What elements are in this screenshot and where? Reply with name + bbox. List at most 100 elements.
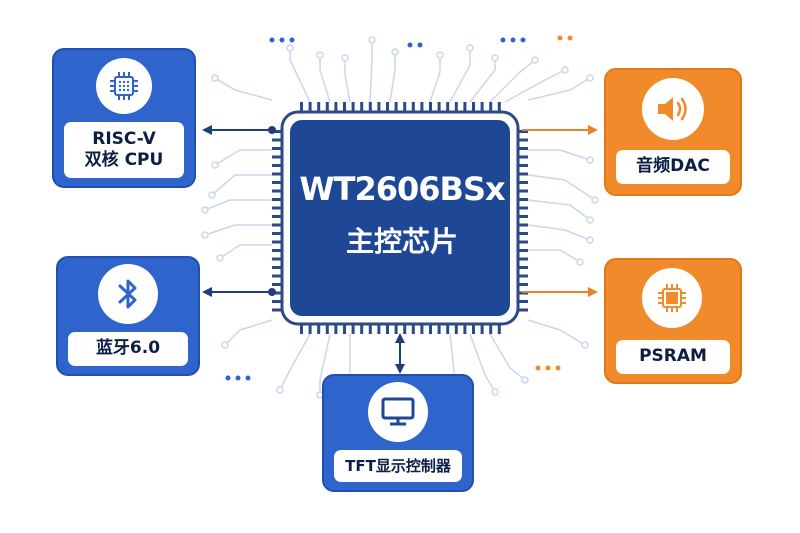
trace-node [586,216,594,224]
circuit-trace [289,48,311,103]
trace-node [576,258,584,266]
chip-pin [272,215,282,218]
chip-pin [300,324,303,334]
chip-pin [272,181,282,184]
chip-pin [420,102,424,112]
cpu-card: RISC-V 双核 CPU [52,48,196,188]
chip-pin [463,102,467,112]
chip-pin [334,102,338,112]
circuit-trace [279,333,311,391]
bluetooth-card: 蓝牙6.0 [56,256,200,376]
circuit-trace [528,149,591,161]
chip-pin [317,324,321,334]
connector-bluetooth [202,287,276,297]
chip-pin [351,102,355,112]
trace-node [201,231,209,239]
chip-pin [272,266,282,269]
circuit-trace [527,319,586,346]
chip-pin [272,130,282,133]
trace-node [491,388,499,396]
circuit-trace [389,52,396,103]
chip-pin [272,172,282,176]
chip-pin [272,155,282,159]
chip-pin [272,164,282,167]
circuit-trace [469,58,496,103]
chip-pin [343,102,346,112]
chip-pin [272,147,282,150]
cpu-label-line1: RISC-V [92,128,156,149]
psram-card: PSRAM [604,258,742,384]
chip-body [290,120,510,316]
chip-pin [518,172,528,176]
chip-pin [518,206,528,210]
chip-pin [368,102,372,112]
dac-card: 音频DAC [604,68,742,196]
chip-pin [403,324,407,334]
trace-node [436,51,444,59]
trace-node [531,56,539,64]
circuit-trace [527,174,596,201]
chip-pin [518,274,528,278]
trace-node [591,196,599,204]
chip-pin [272,138,282,142]
chip-pin [518,223,528,227]
chip-pin [454,324,458,334]
chip-pin [463,324,467,334]
chip-pin [472,102,475,112]
chip-pin [272,198,282,201]
chip-pin [377,324,381,334]
chip-pin [325,324,329,334]
connector-cpu [202,125,276,135]
chip-pin [325,102,329,112]
connector-psram [522,287,598,297]
tft-label: TFT显示控制器 [334,450,462,482]
chip-pin [272,257,282,261]
chip-pin [272,283,282,286]
chip-pin [437,324,441,334]
chip-pins [272,102,528,334]
chip-pin [334,324,338,334]
chip-pin [300,102,303,112]
chip-pin [518,198,528,201]
chip-pin [429,324,432,334]
chip-pin [411,324,415,334]
tft-card: TFT显示控制器 [322,374,474,492]
chip-pin [377,102,381,112]
chip-pin [394,102,398,112]
trace-node [216,254,224,262]
chip-pin [437,102,441,112]
chip-pin [272,291,282,295]
chip-pin [518,300,528,303]
trace-node [316,51,324,59]
chip-pin [518,266,528,269]
circuit-trace [449,48,471,103]
chip-pin [317,102,321,112]
chip-pin [518,232,528,235]
circuit-trace [469,333,496,393]
circuit-trace [527,224,591,241]
circuit-trace [429,55,441,103]
chip-pin [272,223,282,227]
trace-node [341,54,349,62]
chip-pin [518,308,528,312]
decor-dots [225,35,573,381]
trace-node [586,236,594,244]
trace-node [586,156,594,164]
circuit-trace [369,40,373,103]
chip-pin [518,155,528,159]
circuit-trace [319,55,331,103]
bluetooth-label: 蓝牙6.0 [68,332,188,366]
chip-pin [480,102,484,112]
chip-pin [489,324,493,334]
trace-dots [201,36,599,404]
chip-pin [386,102,389,112]
trace-node [286,44,294,52]
trace-node [466,44,474,52]
trace-node [581,341,589,349]
chip-pin [403,102,407,112]
connector-tft [395,333,405,374]
chip-pin [518,240,528,244]
trace-node [211,74,219,82]
